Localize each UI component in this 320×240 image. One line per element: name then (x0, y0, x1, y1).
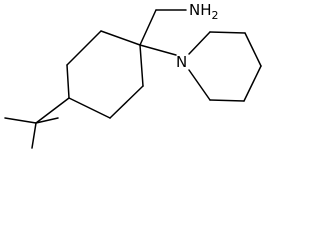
piperidine-bond-5 (209, 99, 245, 102)
piperidine-nitrogen-label: N (176, 53, 187, 71)
bond-tbutyl-methyl-left (4, 117, 37, 124)
ring-bond-1 (66, 64, 70, 99)
bond-ring-to-ch2 (139, 9, 157, 46)
piperidine-bond-2 (209, 31, 246, 34)
piperidine-bond-6 (188, 69, 211, 101)
bond-tbutyl-to-ring (35, 97, 70, 124)
piperidine-bond-3 (244, 32, 262, 67)
ring-bond-6 (68, 97, 111, 119)
cyclohexane-ring (66, 30, 144, 119)
bond-tbutyl-methyl-down (31, 122, 37, 149)
ring-bond-2 (66, 30, 102, 66)
ring-bond-4 (139, 44, 144, 87)
piperidine-ring: N (139, 31, 262, 102)
bond-ring-to-piperidine-n (139, 44, 177, 56)
amine-label: NH2 (189, 1, 219, 22)
ring-bond-3 (100, 30, 141, 46)
bond-tbutyl-methyl-right (35, 117, 59, 124)
aminomethyl-group: NH2 (139, 1, 219, 46)
piperidine-bond-1 (188, 31, 211, 55)
ring-bond-5 (109, 85, 144, 119)
tert-butyl-group (4, 97, 70, 149)
piperidine-bond-4 (243, 65, 262, 102)
chemical-structure-diagram: NH2 N (4, 1, 262, 149)
